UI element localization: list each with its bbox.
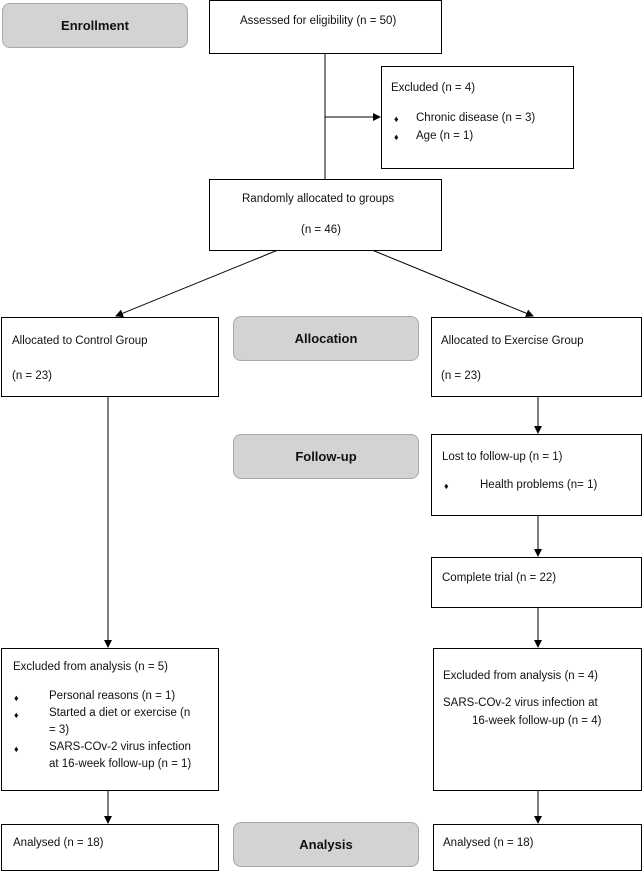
excluded-title: Excluded (n = 4)	[391, 82, 476, 94]
lost-followup-title: Lost to follow-up (n = 1)	[442, 451, 563, 463]
control-analysed-label: Analysed (n = 18)	[13, 837, 104, 849]
control-excluded-item: Started a diet or exercise (n	[49, 707, 191, 719]
lost-followup-item: Health problems (n= 1)	[480, 479, 598, 491]
exercise-analysed-box: Analysed (n = 18)	[433, 824, 642, 871]
control-allocated-label: Allocated to Control Group	[12, 335, 148, 347]
control-allocated-count: (n = 23)	[12, 370, 52, 382]
control-excluded-box: Excluded from analysis (n = 5) ♦ Persona…	[1, 648, 219, 791]
control-excluded-item: Personal reasons (n = 1)	[49, 690, 176, 702]
randomized-box: Randomly allocated to groups (n = 46)	[209, 179, 442, 251]
randomized-count: (n = 46)	[301, 224, 341, 236]
randomized-label: Randomly allocated to groups	[242, 193, 395, 205]
bullet-icon: ♦	[444, 481, 449, 491]
bullet-icon: ♦	[14, 693, 19, 703]
exercise-analysed-label: Analysed (n = 18)	[443, 837, 534, 849]
complete-trial-box: Complete trial (n = 22)	[431, 557, 642, 608]
lost-followup-box: Lost to follow-up (n = 1) ♦ Health probl…	[431, 434, 642, 516]
exercise-allocated-box: Allocated to Exercise Group (n = 23)	[431, 317, 642, 397]
complete-trial-label: Complete trial (n = 22)	[442, 572, 557, 584]
arrow-to-exercise	[371, 249, 534, 318]
assessed-box: Assessed for eligibility (n = 50)	[209, 0, 442, 54]
bullet-icon: ♦	[394, 114, 399, 124]
bullet-icon: ♦	[14, 744, 19, 754]
bullet-icon: ♦	[14, 710, 19, 720]
stage-followup: Follow-up	[233, 434, 419, 479]
stage-enrollment: Enrollment	[2, 3, 188, 48]
exercise-excluded-box: Excluded from analysis (n = 4) SARS-COv-…	[433, 648, 642, 791]
exercise-excluded-title: Excluded from analysis (n = 4)	[443, 670, 598, 682]
exercise-allocated-label: Allocated to Exercise Group	[441, 335, 584, 347]
assessed-label: Assessed for eligibility (n = 50)	[240, 15, 397, 27]
excluded-box: Excluded (n = 4) ♦ Chronic disease (n = …	[381, 66, 574, 169]
stage-analysis: Analysis	[233, 822, 419, 867]
excluded-item: Chronic disease (n = 3)	[416, 112, 536, 124]
control-analysed-box: Analysed (n = 18)	[1, 824, 219, 871]
stage-allocation: Allocation	[233, 316, 419, 361]
exercise-excluded-text: SARS-COv-2 virus infection at	[443, 697, 598, 709]
control-excluded-item: SARS-COv-2 virus infection	[49, 741, 191, 753]
exercise-excluded-text: 16-week follow-up (n = 4)	[472, 715, 602, 727]
control-allocated-box: Allocated to Control Group (n = 23)	[1, 317, 219, 397]
bullet-icon: ♦	[394, 132, 399, 142]
arrow-to-control	[115, 249, 279, 318]
control-excluded-item: = 3)	[49, 724, 70, 736]
control-excluded-title: Excluded from analysis (n = 5)	[13, 661, 168, 673]
excluded-item: Age (n = 1)	[416, 130, 474, 142]
exercise-allocated-count: (n = 23)	[441, 370, 481, 382]
control-excluded-item: at 16-week follow-up (n = 1)	[49, 758, 192, 770]
